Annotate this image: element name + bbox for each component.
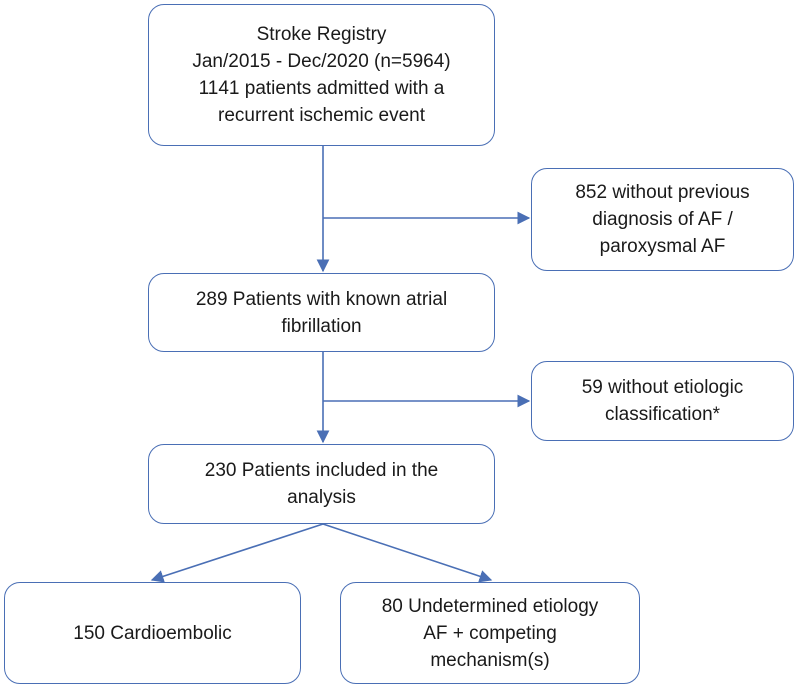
registry-line-4: recurrent ischemic event bbox=[218, 105, 425, 126]
excluded-no-af-box: 852 without previous diagnosis of AF / p… bbox=[531, 168, 794, 271]
known-af-box: 289 Patients with known atrial fibrillat… bbox=[148, 273, 495, 352]
known-af-line-1: 289 Patients with known atrial bbox=[195, 288, 448, 310]
excluded-no-etiology-line-2: classification* bbox=[604, 404, 721, 425]
cardioembolic-line-1: 150 Cardioembolic bbox=[73, 622, 232, 644]
undetermined-line-2: AF + competing bbox=[423, 622, 557, 644]
arrow-included-to-undetermined bbox=[322, 523, 493, 583]
registry-box: Stroke Registry Jan/2015 - Dec/2020 (n=5… bbox=[148, 4, 495, 146]
cardioembolic-box: 150 Cardioembolic bbox=[4, 582, 301, 684]
undetermined-line-3: mechanism(s) bbox=[430, 649, 550, 671]
undetermined-line-1: 80 Undetermined etiology bbox=[381, 595, 599, 617]
undetermined-box: 80 Undetermined etiology AF + competing … bbox=[340, 582, 640, 684]
registry-line-3: 1141 patients admitted with a bbox=[198, 78, 445, 99]
registry-line-2: Jan/2015 - Dec/2020 (n=5964) bbox=[192, 51, 451, 72]
excluded-no-etiology-line-1: 59 without etiologic bbox=[581, 377, 744, 398]
arrow-included-to-cardioembolic bbox=[150, 523, 324, 583]
included-box: 230 Patients included in the analysis bbox=[148, 444, 495, 524]
registry-line-1: Stroke Registry bbox=[256, 24, 387, 45]
excluded-no-af-line-2: diagnosis of AF / bbox=[592, 209, 733, 230]
included-line-2: analysis bbox=[287, 487, 356, 508]
excluded-no-etiology-box: 59 without etiologic classification* bbox=[531, 361, 794, 441]
excluded-no-af-line-1: 852 without previous bbox=[575, 182, 750, 203]
included-line-1: 230 Patients included in the bbox=[204, 460, 439, 481]
known-af-line-2: fibrillation bbox=[281, 315, 362, 337]
excluded-no-af-line-3: paroxysmal AF bbox=[599, 236, 726, 257]
